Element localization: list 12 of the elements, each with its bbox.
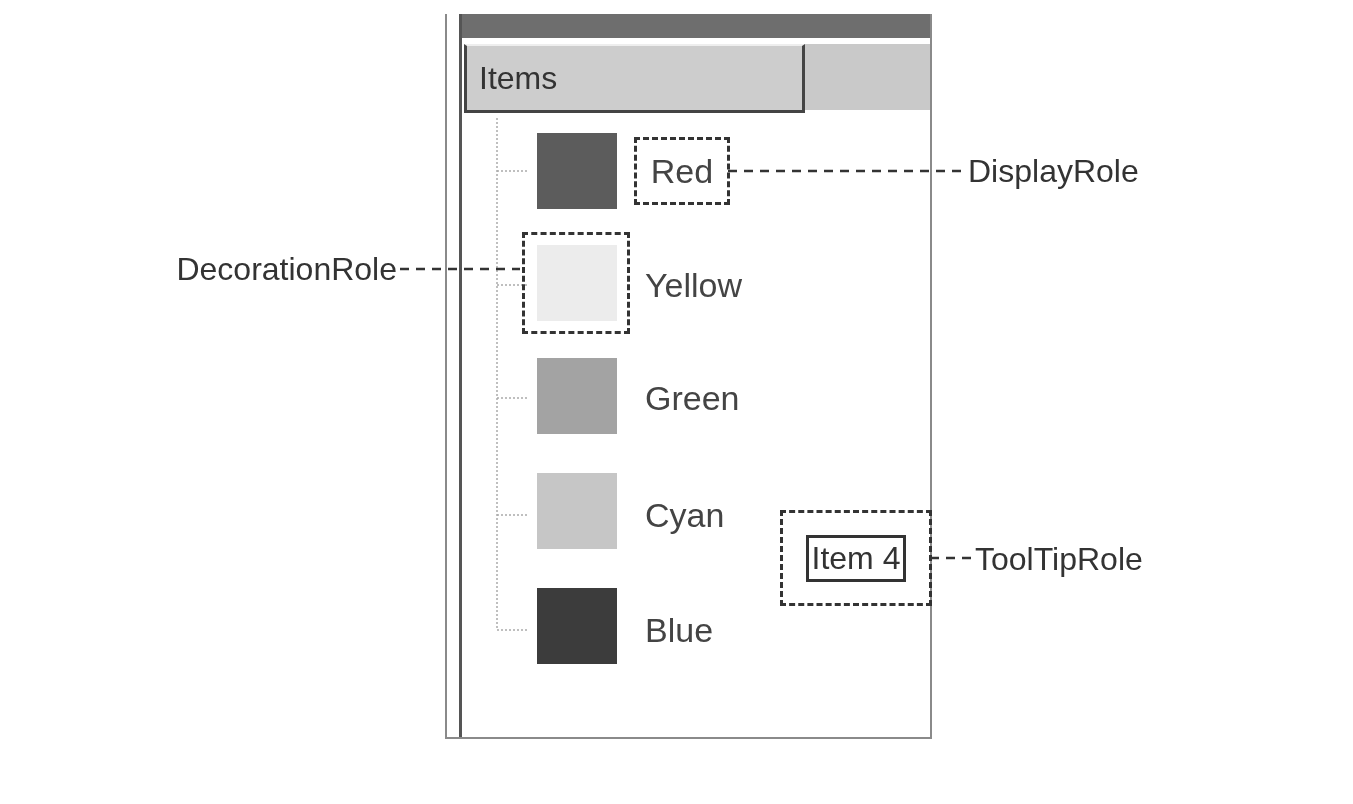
item-text: Red (650, 151, 714, 191)
item-text: Cyan (645, 495, 725, 535)
tree-view-window (445, 14, 932, 739)
highlight-box (634, 137, 730, 205)
item-text: Yellow (645, 265, 743, 305)
decoration-highlight-box (522, 232, 630, 334)
item-text: Green (645, 378, 740, 418)
highlight-box (780, 510, 932, 606)
leader-line (400, 267, 520, 271)
tooltip: Item 4 (805, 534, 907, 582)
column-header: Items (464, 44, 805, 113)
item-text: Blue (645, 610, 714, 650)
